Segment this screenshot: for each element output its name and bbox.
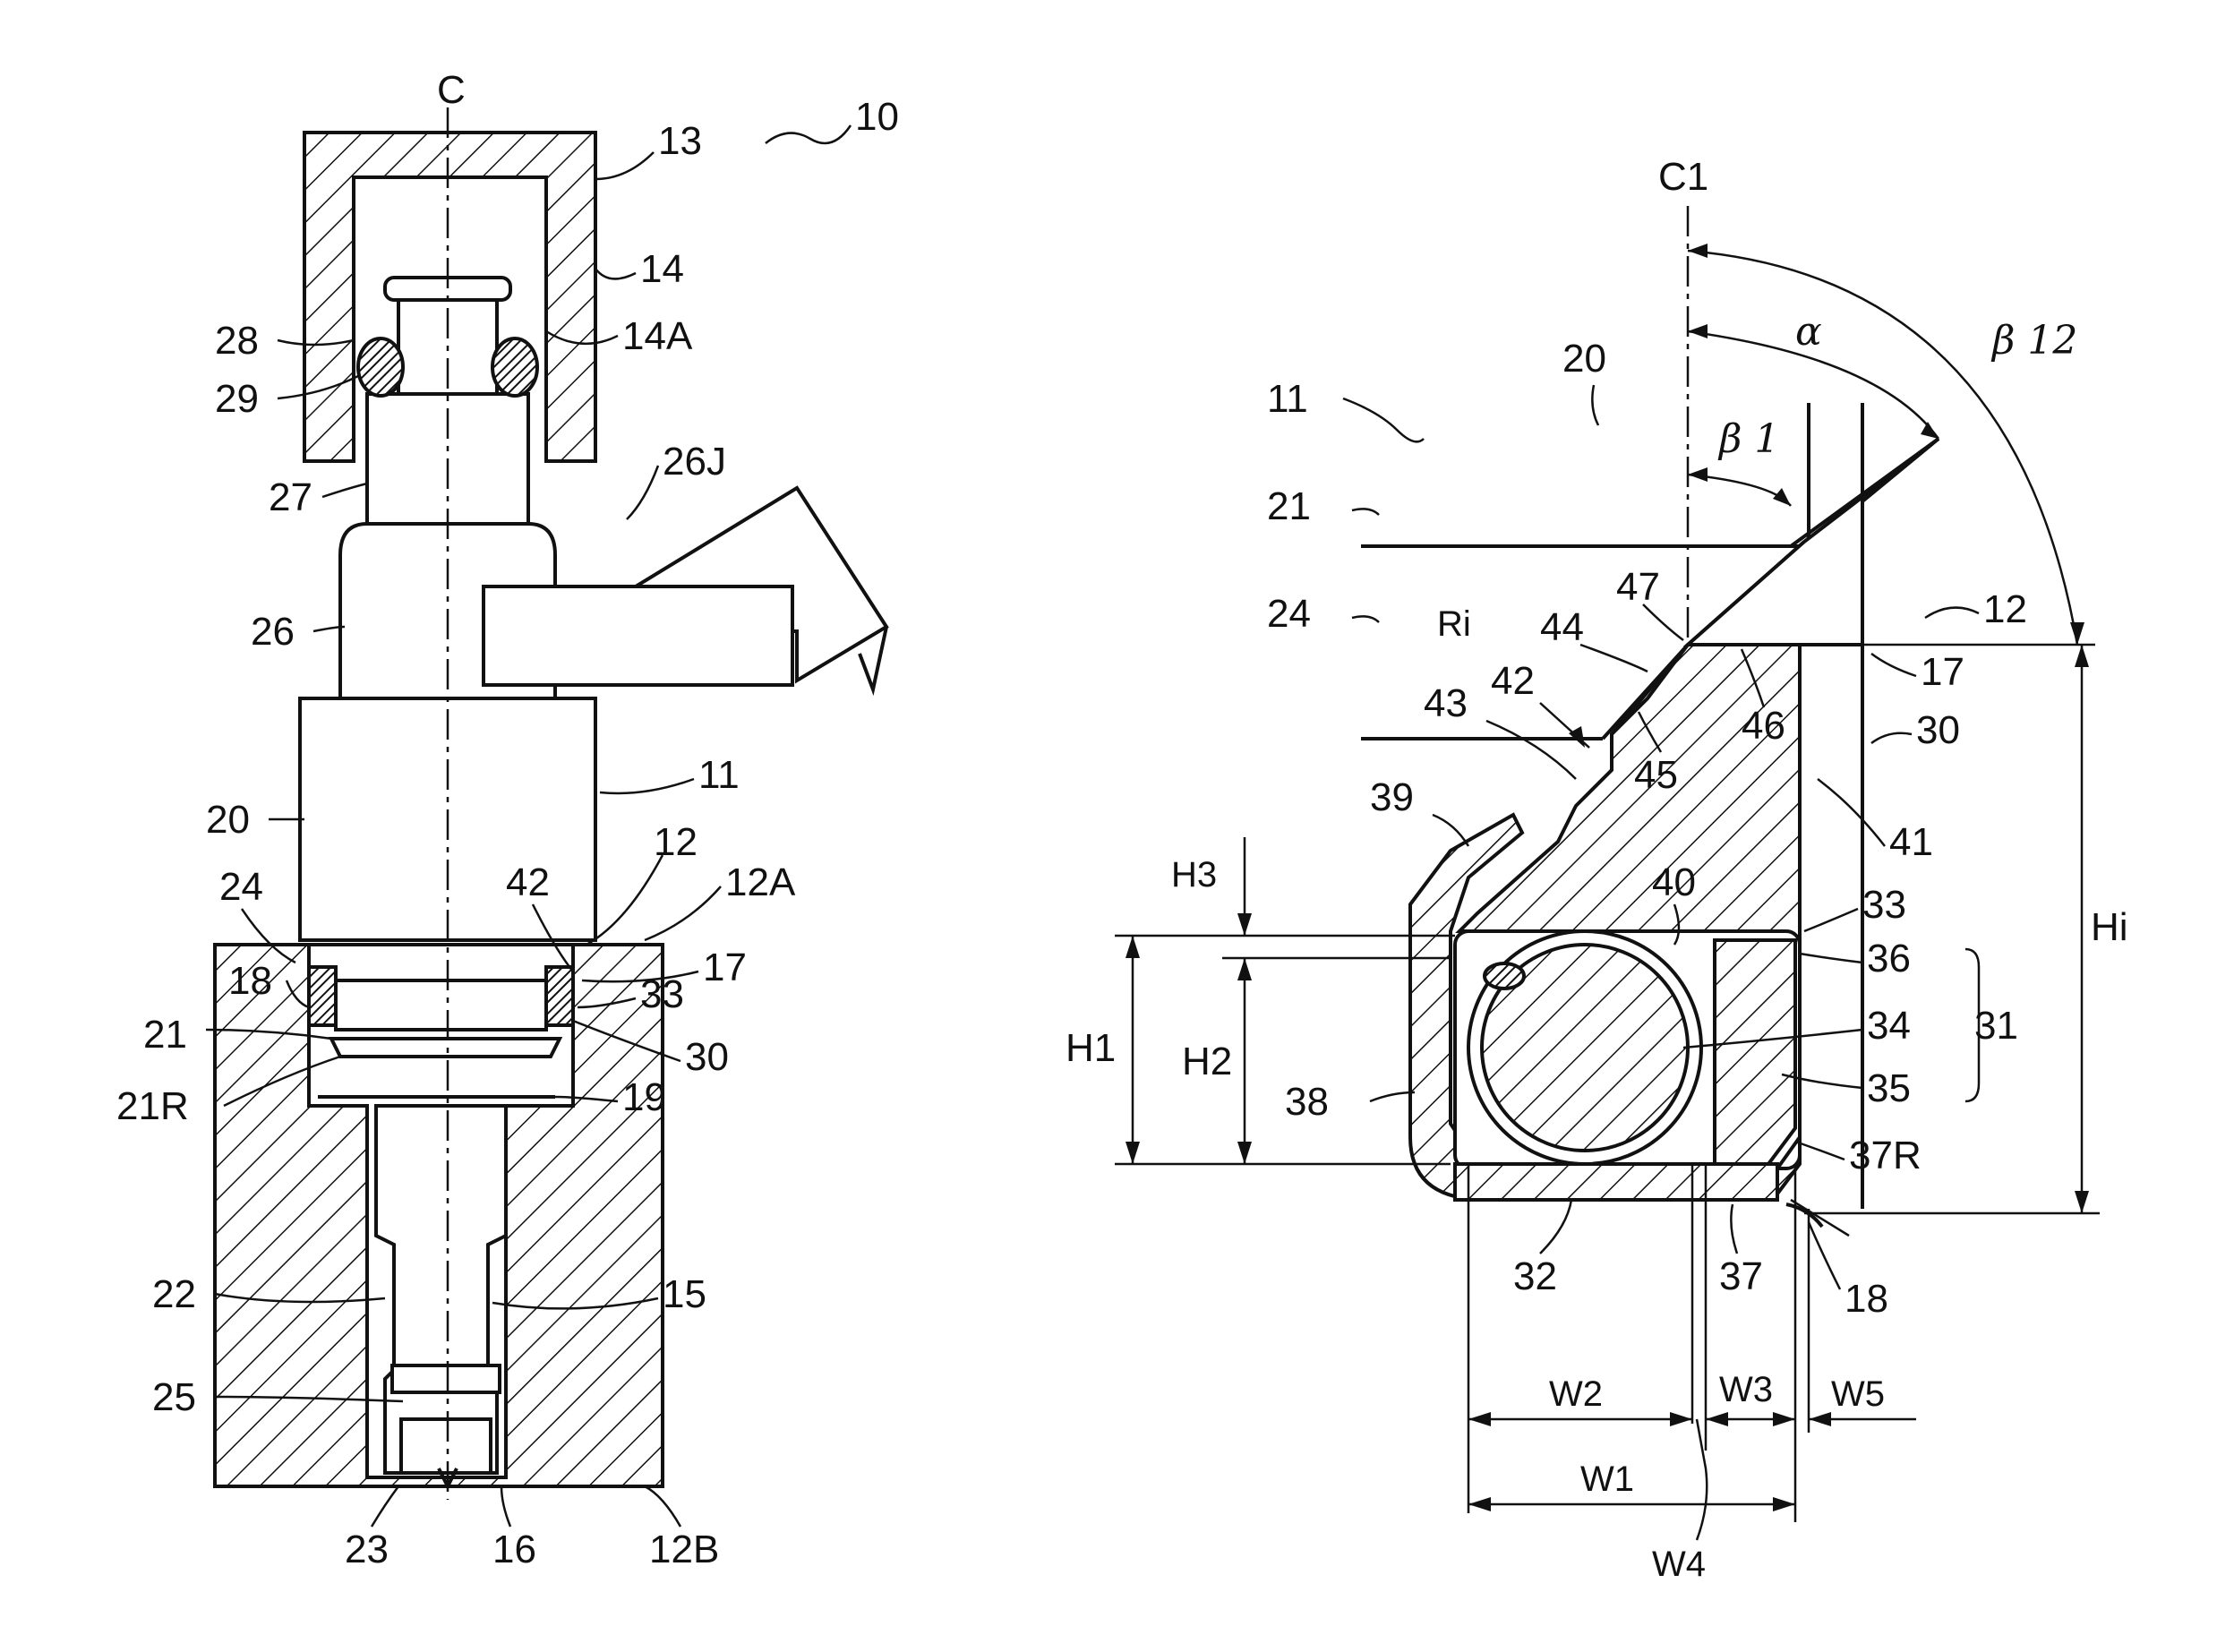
label-14A: 14A [622,314,693,358]
label-r45: 45 [1634,753,1678,797]
dim-w4: W4 [1652,1545,1706,1584]
dim-h3: H3 [1171,855,1217,894]
o-ring-left [358,338,403,396]
injector-surface-21 [1361,537,1809,546]
label-14: 14 [640,247,684,291]
seal-right-section [546,967,573,1025]
cup-wedge [1688,439,1939,645]
label-20: 20 [206,798,250,842]
label-27: 27 [269,475,312,519]
label-r43: 43 [1424,681,1468,725]
label-r37: 37 [1719,1254,1763,1298]
label-21R: 21R [116,1084,189,1128]
label-r31: 31 [1974,1004,2018,1048]
label-r18: 18 [1845,1277,1888,1321]
label-r11: 11 [1267,377,1308,421]
label-r17: 17 [1921,650,1964,694]
seal-inner-body [336,980,546,1030]
seal-left-section [309,967,336,1025]
label-beta12: β 12 [1990,318,2077,364]
label-28: 28 [215,319,259,363]
label-21: 21 [143,1013,187,1057]
dim-w5: W5 [1831,1374,1885,1414]
label-r46: 46 [1742,704,1785,748]
label-c1: C1 [1658,155,1708,199]
right-view [1115,206,2100,1540]
cup-chamfer [1791,439,1939,546]
label-10: 10 [855,95,899,139]
label-r36: 36 [1867,937,1911,980]
injector-flange [331,1039,560,1057]
dim-h1: H1 [1066,1026,1116,1070]
label-30: 30 [685,1035,729,1079]
dim-w3: W3 [1719,1370,1773,1409]
dim-w2: W2 [1549,1374,1603,1414]
label-r38: 38 [1285,1080,1329,1124]
o-ring-34-detail [1485,963,1524,989]
label-26J: 26J [663,440,726,484]
label-r24: 24 [1267,592,1311,636]
nozzle-tip [401,1419,491,1473]
label-r41: 41 [1889,820,1933,864]
label-r47: 47 [1616,565,1660,609]
ring-35 [1715,940,1795,1164]
leader-10 [766,125,851,143]
label-19: 19 [622,1075,666,1119]
label-r21: 21 [1267,484,1311,528]
label-alpha: α [1795,309,1822,355]
label-r32: 32 [1513,1254,1557,1298]
label-r20: 20 [1562,337,1606,381]
label-16: 16 [492,1528,536,1571]
label-12A: 12A [725,860,796,904]
label-23: 23 [345,1528,389,1571]
label-r12: 12 [1983,587,2027,631]
dim-w1: W1 [1580,1459,1634,1499]
label-r37R: 37R [1849,1134,1922,1177]
label-ri: Ri [1437,604,1471,644]
label-42: 42 [506,860,550,904]
nozzle-groove [392,1365,500,1392]
label-22: 22 [152,1272,196,1316]
label-r40: 40 [1652,860,1696,904]
dim-hi: Hi [2091,905,2128,949]
label-12B: 12B [649,1528,719,1571]
dim-h2: H2 [1182,1040,1232,1083]
label-r35: 35 [1867,1066,1911,1110]
label-c: C [437,68,466,112]
label-18: 18 [228,959,272,1003]
label-15: 15 [663,1272,706,1316]
label-r30: 30 [1916,708,1960,752]
label-beta1: β 1 [1717,416,1779,462]
label-11: 11 [698,753,740,797]
left-view [215,107,886,1500]
ring-base-32 [1455,1164,1777,1200]
label-r42: 42 [1491,659,1535,703]
label-r34: 34 [1867,1004,1911,1048]
label-26: 26 [251,610,295,654]
label-13: 13 [658,119,702,163]
label-r39: 39 [1370,775,1414,819]
label-24: 24 [219,865,263,909]
label-r33: 33 [1862,883,1906,927]
connector-base [484,586,792,685]
label-29: 29 [215,377,259,421]
label-17: 17 [703,946,747,989]
label-r44: 44 [1540,605,1584,649]
o-ring-right [492,338,537,396]
label-25: 25 [152,1375,196,1419]
